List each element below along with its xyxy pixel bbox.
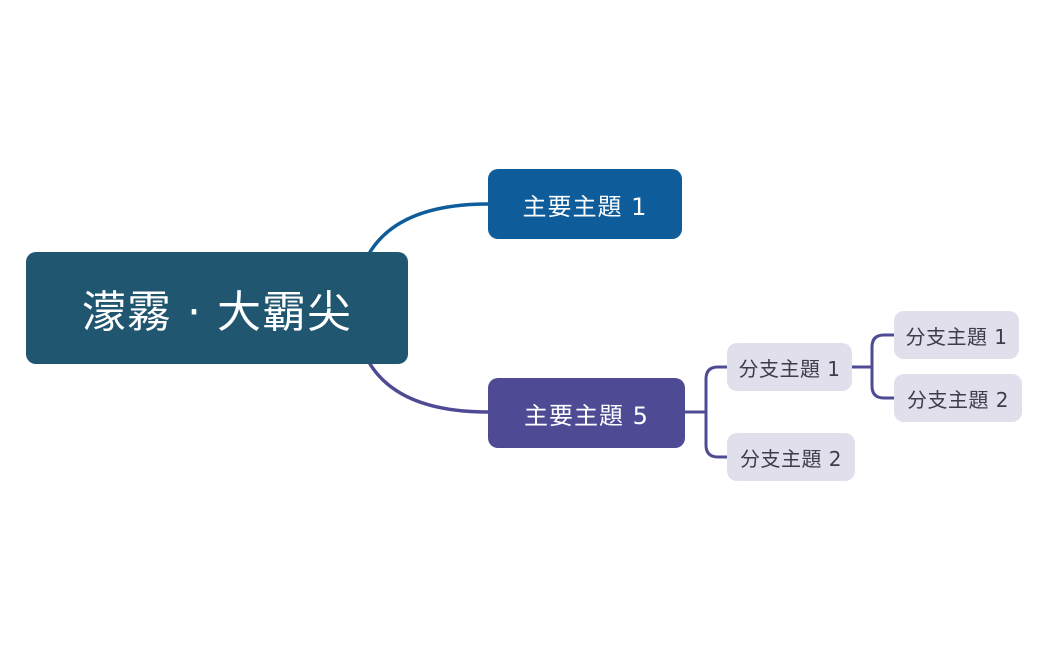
subtopic-1-2[interactable]: 分支主題 2 bbox=[894, 374, 1022, 422]
connector-central-to-main-1 bbox=[368, 202, 490, 254]
central-topic-label: 濛霧 · 大霸尖 bbox=[82, 287, 352, 338]
main-topic-5[interactable]: 主要主題 5 bbox=[488, 378, 685, 448]
subtopic-2-label: 分支主題 2 bbox=[739, 446, 843, 471]
subtopic-1-label: 分支主題 1 bbox=[738, 356, 841, 381]
main-topic-1[interactable]: 主要主題 1 bbox=[488, 169, 682, 239]
connector-sub-1-to-sub-1-1 bbox=[870, 333, 896, 369]
connector-main-5-to-sub-2 bbox=[704, 410, 729, 459]
main-topic-5-label: 主要主題 5 bbox=[524, 401, 649, 430]
central-topic[interactable]: 濛霧 · 大霸尖 bbox=[26, 252, 408, 364]
subtopic-1-2-label: 分支主題 2 bbox=[906, 387, 1010, 412]
subtopic-2[interactable]: 分支主題 2 bbox=[727, 433, 855, 481]
subtopic-1-1-label: 分支主題 1 bbox=[905, 324, 1008, 349]
connector-sub-1-to-sub-1-2 bbox=[870, 365, 896, 400]
subtopic-1[interactable]: 分支主題 1 bbox=[727, 343, 852, 391]
connector-central-to-main-5 bbox=[368, 362, 490, 414]
connector-main-5-to-sub-1 bbox=[704, 365, 729, 414]
main-topic-1-label: 主要主題 1 bbox=[522, 192, 648, 221]
subtopic-1-1[interactable]: 分支主題 1 bbox=[894, 311, 1019, 359]
